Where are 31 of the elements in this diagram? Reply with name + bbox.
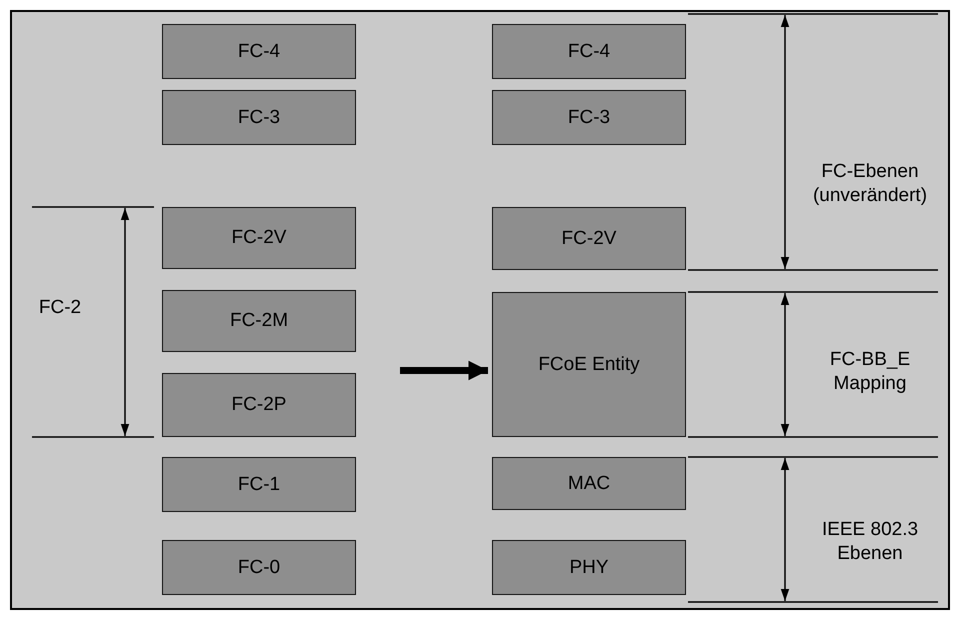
layer-box [162,290,356,352]
layer-label: FC-2P [232,394,286,416]
layer-box [492,540,686,595]
layer-box [492,207,686,270]
layer-label: FC-1 [238,474,280,496]
layer-label: FC-3 [568,106,610,128]
bracket-label: FC-Ebenen (unverändert) [812,160,928,208]
layer-label: FC-2V [232,227,286,249]
bracket-label: FC-BB_E Mapping [828,348,912,396]
layer-box [162,24,356,79]
layer-box [492,90,686,145]
arrow [400,360,488,380]
layer-box [492,24,686,79]
bracket-label: FC-2 [38,296,82,320]
layer-box [162,207,356,269]
layer-label: FCoE Entity [538,354,640,376]
layer-label: FC-4 [238,40,280,62]
layer-box [162,457,356,512]
layer-box [162,373,356,437]
layer-box [162,90,356,145]
layer-box [492,457,686,510]
layer-label: FC-2V [562,228,616,250]
layer-box [492,292,686,437]
bracket-label: IEEE 802.3 Ebenen [820,518,920,566]
layer-label: FC-4 [568,40,610,62]
layer-label: FC-3 [238,106,280,128]
layer-box [162,540,356,595]
layer-label: FC-0 [238,556,280,578]
layer-label: FC-2M [230,310,288,332]
layer-label: PHY [569,556,609,578]
layer-label: MAC [568,472,610,494]
